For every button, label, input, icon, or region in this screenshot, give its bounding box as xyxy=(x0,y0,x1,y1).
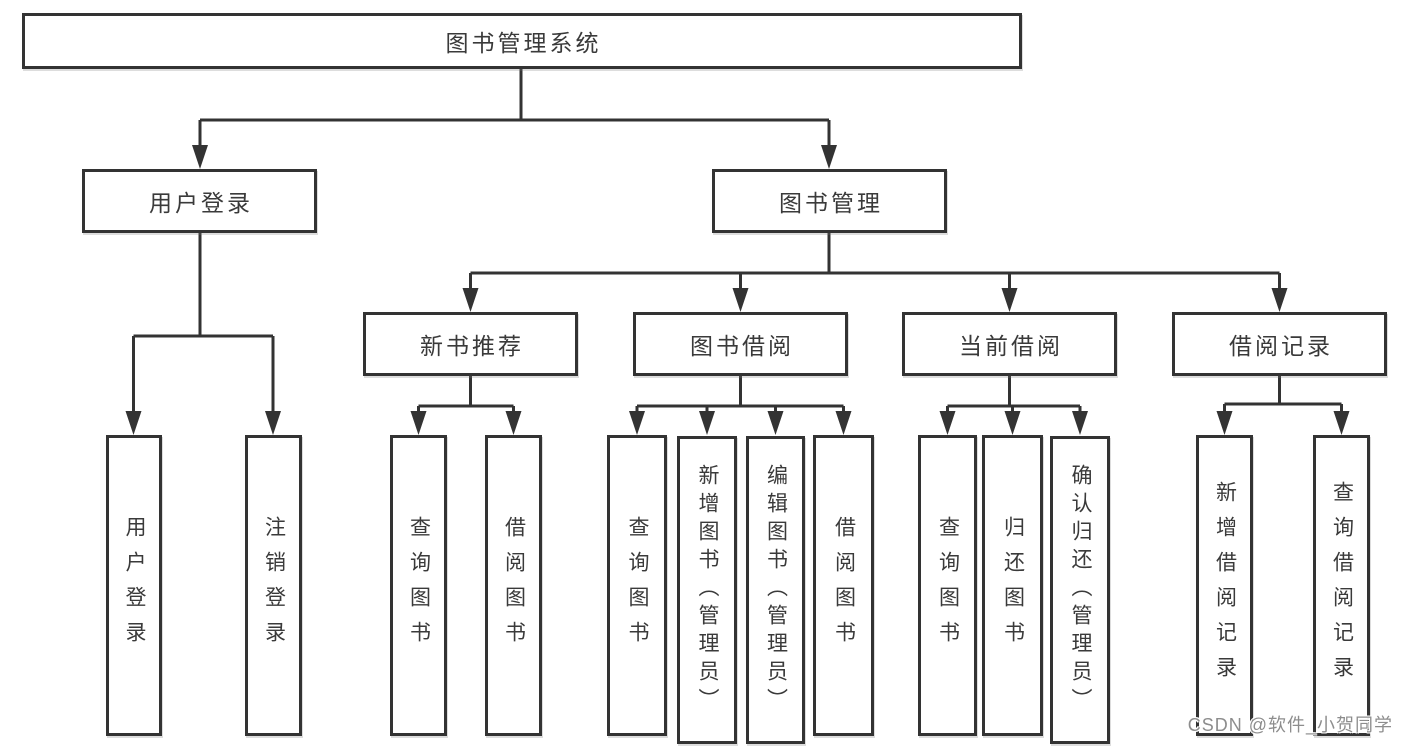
node-borrow-records: 借阅记录 xyxy=(1172,312,1387,376)
leaf-return-books-label: 归还图书 xyxy=(1001,515,1025,656)
leaf-user-login: 用户登录 xyxy=(106,435,162,736)
leaf-confirm-return-admin: 确认归还（管理员） xyxy=(1050,436,1110,744)
leaf-query-borrow-record: 查询借阅记录 xyxy=(1313,435,1370,736)
leaf-confirm-return-admin-label: 确认归还（管理员） xyxy=(1069,464,1092,716)
leaf-add-books-admin: 新增图书（管理员） xyxy=(677,436,737,744)
leaf-borrow-books-recommend-label: 借阅图书 xyxy=(502,515,526,656)
node-new-book-recommend-label: 新书推荐 xyxy=(420,333,524,359)
leaf-add-books-admin-label: 新增图书（管理员） xyxy=(696,464,719,716)
node-book-management: 图书管理 xyxy=(712,169,947,233)
leaf-borrow-books-recommend: 借阅图书 xyxy=(485,435,542,736)
leaf-query-books-recommend-label: 查询图书 xyxy=(407,515,431,656)
leaf-query-books-current: 查询图书 xyxy=(918,435,977,736)
leaf-return-books: 归还图书 xyxy=(982,435,1043,736)
node-book-borrowing: 图书借阅 xyxy=(633,312,848,376)
leaf-query-books-current-label: 查询图书 xyxy=(936,515,960,656)
leaf-query-books-recommend: 查询图书 xyxy=(390,435,447,736)
node-root-label: 图书管理系统 xyxy=(445,30,602,56)
leaf-user-login-label: 用户登录 xyxy=(123,515,146,656)
leaf-logout-login: 注销登录 xyxy=(245,435,302,736)
leaf-borrow-books-borrowing-label: 借阅图书 xyxy=(832,515,856,656)
leaf-edit-books-admin-label: 编辑图书（管理员） xyxy=(764,464,788,716)
node-current-borrowing-label: 当前借阅 xyxy=(959,333,1063,359)
csdn-watermark: CSDN @软件_小贺同学 xyxy=(1187,715,1393,735)
node-root: 图书管理系统 xyxy=(22,13,1022,69)
node-user-login-branch: 用户登录 xyxy=(82,169,317,233)
leaf-borrow-books-borrowing: 借阅图书 xyxy=(813,435,874,736)
leaf-query-books-borrowing: 查询图书 xyxy=(607,435,667,736)
leaf-query-books-borrowing-label: 查询图书 xyxy=(626,515,649,656)
leaf-edit-books-admin: 编辑图书（管理员） xyxy=(746,436,805,744)
node-user-login-branch-label: 用户登录 xyxy=(149,190,253,216)
node-book-borrowing-label: 图书借阅 xyxy=(690,333,794,359)
node-borrow-records-label: 借阅记录 xyxy=(1229,333,1333,359)
leaf-logout-login-label: 注销登录 xyxy=(262,515,286,656)
node-book-management-label: 图书管理 xyxy=(779,190,883,216)
leaf-add-borrow-record: 新增借阅记录 xyxy=(1196,435,1253,736)
leaf-query-borrow-record-label: 查询借阅记录 xyxy=(1330,480,1354,691)
leaf-add-borrow-record-label: 新增借阅记录 xyxy=(1213,480,1237,691)
node-current-borrowing: 当前借阅 xyxy=(902,312,1117,376)
node-new-book-recommend: 新书推荐 xyxy=(363,312,578,376)
